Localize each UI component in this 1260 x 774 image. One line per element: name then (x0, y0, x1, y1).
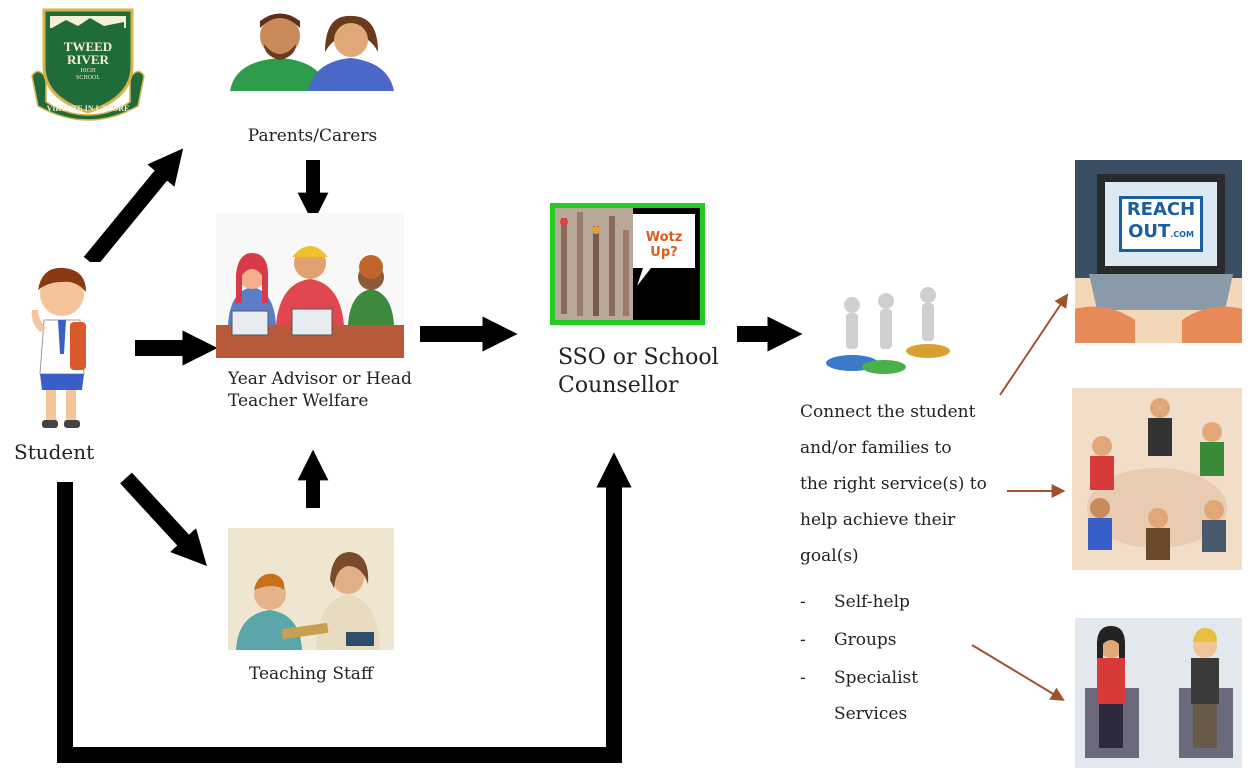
parents-image (210, 6, 415, 104)
logo-line3: HIGH (80, 68, 96, 74)
bullet-dash: - (800, 630, 806, 650)
connect-line-4: help achieve their (800, 510, 956, 530)
sso-label: SSO or School Counsellor (558, 345, 719, 398)
logo-line2: RIVER (67, 52, 109, 67)
bullet-dash: - (800, 668, 806, 688)
reachout-image: REACH OUT.COM (1075, 160, 1242, 343)
arrow-to-specialist (971, 644, 1065, 701)
bullet-services: Services (800, 704, 907, 724)
bullet-text: Groups (834, 630, 897, 650)
connect-line-1: Connect the student (800, 402, 976, 422)
arrow-student-to-teaching-staff (120, 472, 207, 566)
wotz-up-image: Wotz Up? (550, 203, 705, 325)
teaching-staff-label: Teaching Staff (248, 664, 374, 684)
specialist-image (1075, 618, 1242, 768)
connect-image (812, 275, 970, 387)
reachout-line1: REACH (1126, 199, 1196, 220)
connect-line-3: the right service(s) to (800, 474, 987, 494)
arrow-to-reachout (999, 293, 1069, 396)
bullet-specialist: - Specialist (800, 668, 918, 688)
arrow-student-direct-to-sso (57, 452, 632, 763)
bullet-text: Self-help (834, 592, 910, 612)
student-label: Student (14, 440, 95, 464)
arrow-student-to-parents (83, 148, 184, 268)
year-advisor-image (216, 213, 404, 358)
logo-motto: VIRTUTE IN LABORE (46, 104, 130, 113)
bullet-groups: - Groups (800, 630, 897, 650)
reachout-out: OUT (1128, 221, 1171, 242)
wotz-up-text: Wotz Up? (645, 230, 683, 260)
bullet-text: Services (834, 704, 908, 724)
bullet-self-help: - Self-help (800, 592, 910, 612)
bullet-dash: - (800, 592, 806, 612)
bullet-text: Specialist (834, 668, 919, 688)
reachout-suffix: .COM (1170, 230, 1194, 239)
teaching-staff-image (228, 528, 394, 650)
logo-line1: TWEED (63, 39, 113, 54)
groups-image (1072, 388, 1242, 570)
year-advisor-label: Year Advisor or Head Teacher Welfare (228, 369, 412, 411)
logo-line4: SCHOOL (75, 75, 100, 81)
connect-line-5: goal(s) (800, 546, 859, 566)
connect-line-2: and/or families to (800, 438, 952, 458)
reachout-sign (1119, 196, 1203, 252)
school-logo: TWEED RIVER HIGH SCHOOL VIRTUTE IN LABOR… (28, 6, 148, 124)
reachout-line2: OUT.COM (1119, 222, 1203, 245)
student-image (14, 262, 124, 437)
parents-label: Parents/Carers (247, 126, 378, 146)
